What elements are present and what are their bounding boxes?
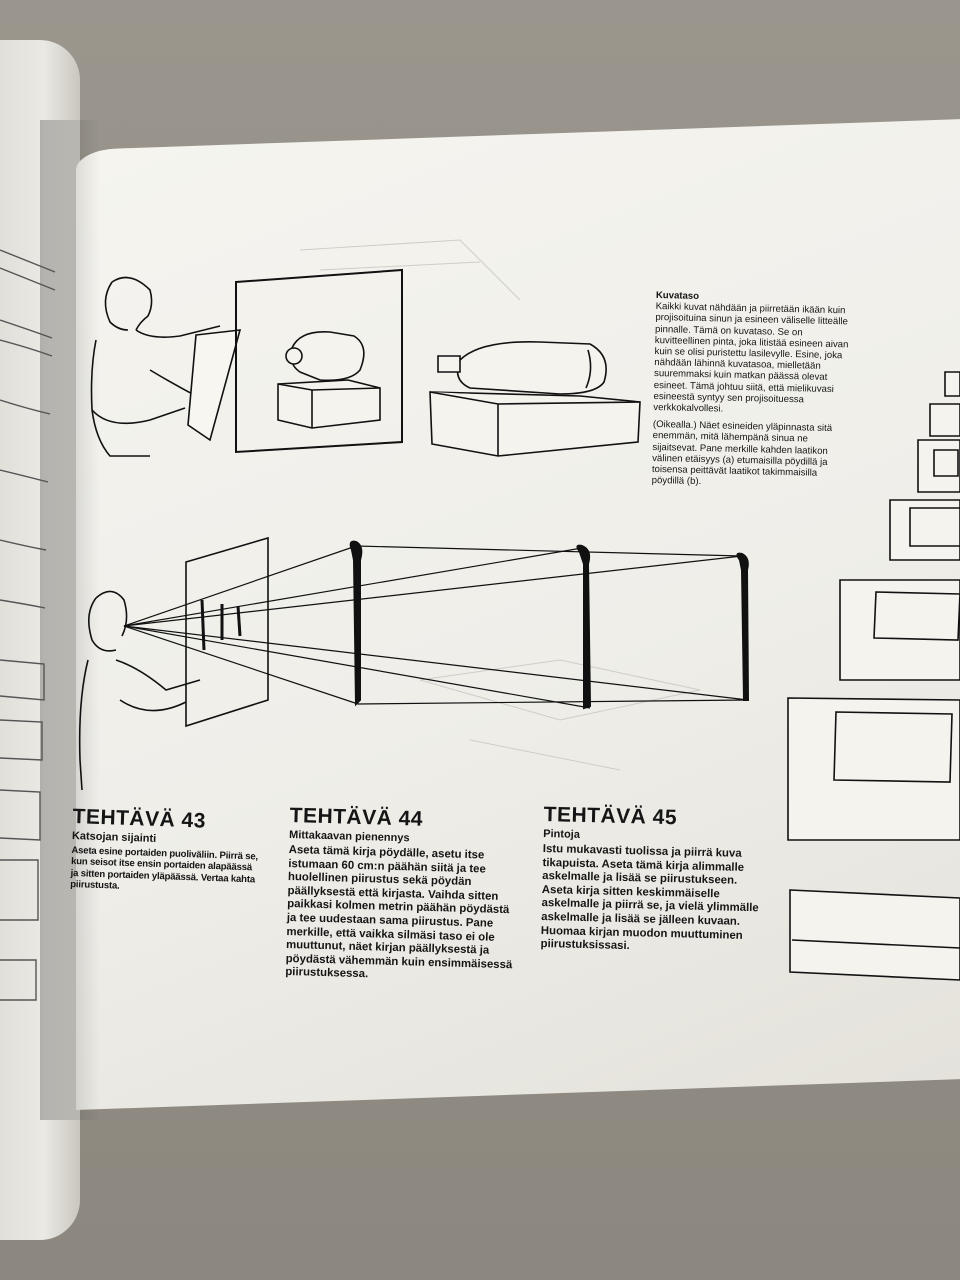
kuvataso-paragraph: Kaikki kuvat nähdään ja piirretään ikään… [653,301,849,415]
picture-plane-glass [185,536,269,728]
bottle-on-box-far [429,341,641,457]
ghost-print-through [299,239,701,771]
sight-lines [123,545,749,709]
bottle-on-box-near [277,331,381,429]
task-body: Aseta esine portaiden puoliväliin. Piirr… [70,844,259,892]
task-body: Istu mukavasti tuolissa ja piirrä kuva t… [540,842,759,953]
spine-shadow [40,120,100,1120]
seated-artist-figure [78,590,201,791]
left-page-lines [0,249,56,1001]
picture-plane-panel [235,268,403,454]
task-body: Aseta tämä kirja pöydälle, asetu itse is… [285,843,513,981]
task-43: TEHTÄVÄ 43 Katsojan sijainti Aseta esine… [70,805,263,897]
task-44: TEHTÄVÄ 44 Mittakaavan pienennys Aseta t… [285,804,520,986]
artist-with-drawing-board-figure [90,276,242,457]
kuvataso-paragraph-right: (Oikealla.) Näet esineiden yläpinnasta s… [651,419,833,488]
kuvataso-sidebar: Kuvataso Kaikki kuvat nähdään ja piirret… [651,290,854,497]
stacked-tables-right [787,371,960,981]
left-page-edge [0,40,80,1240]
task-45: TEHTÄVÄ 45 Pintoja Istu mukavasti tuolis… [540,803,769,957]
umbrellas [200,540,750,710]
